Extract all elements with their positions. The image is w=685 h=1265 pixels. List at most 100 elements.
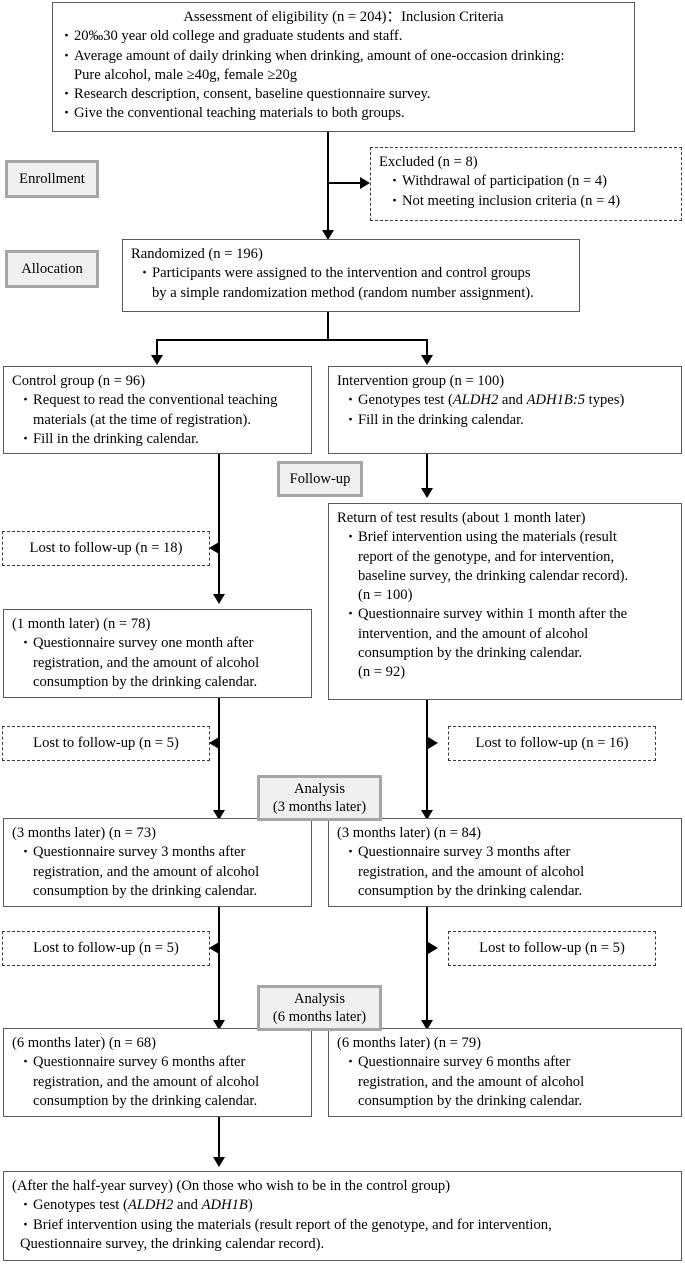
- excluded-item-1: Withdrawal of participation (n = 4): [388, 172, 673, 191]
- stage-label-analysis-3months: Analysis (3 months later): [257, 775, 382, 821]
- arrow-control-to-1month: [213, 594, 225, 604]
- arrow-to-intervention-group: [421, 355, 433, 365]
- control-1month-line1: Questionnaire survey one month after: [33, 635, 254, 652]
- return-results-item1-line3: baseline survey, the drinking calendar r…: [358, 567, 629, 584]
- randomized-heading: Randomized (n = 196): [131, 246, 263, 262]
- control-1month-line3: consumption by the drinking calendar.: [33, 673, 258, 690]
- lost-followup-intervention-3months-text: Lost to follow-up (n = 5): [479, 939, 625, 956]
- final-item-2-cont: Questionnaire survey, the drinking calen…: [20, 1235, 673, 1254]
- connector-intervention-1month-to-3months: [426, 700, 428, 816]
- lost-followup-control-3months-box: Lost to follow-up (n = 5): [2, 931, 210, 966]
- connector-to-final-box: [218, 1117, 220, 1162]
- lost-followup-control-enrollment-box: Lost to follow-up (n = 18): [2, 531, 210, 566]
- gene-aldh2-final: ALDH2: [127, 1197, 174, 1214]
- control-group-heading: Control group (n = 96): [12, 373, 146, 389]
- intervention-item1-suffix: types): [585, 392, 625, 409]
- return-results-item2-line2: intervention, and the amount of alcohol: [358, 625, 589, 642]
- arrow-to-lost-18: [209, 542, 219, 554]
- return-of-results-box: Return of test results (about 1 month la…: [328, 503, 682, 700]
- eligibility-item-5: Give the conventional teaching materials…: [60, 104, 626, 123]
- connector-intervention-3months-to-6months: [426, 907, 428, 1025]
- stage-label-enrollment: Enrollment: [5, 160, 99, 198]
- intervention-group-box: Intervention group (n = 100) Genotypes t…: [328, 366, 682, 454]
- intervention-3months-heading: (3 months later) (n = 84): [337, 825, 481, 841]
- intervention-6months-line3: consumption by the drinking calendar.: [358, 1092, 583, 1109]
- arrow-to-lost-5-control-1month: [209, 737, 219, 749]
- stage-analysis-3months-line2: (3 months later): [272, 799, 367, 815]
- arrow-to-lost-5-intervention-3months: [428, 942, 438, 954]
- arrow-control-3months-to-6months: [213, 1020, 225, 1030]
- connector-control-3months-to-6months: [218, 907, 220, 1025]
- control-3months-box: (3 months later) (n = 73) Questionnaire …: [3, 818, 312, 907]
- return-results-item2-n: (n = 92): [358, 664, 406, 680]
- randomized-item-1: Participants were assigned to the interv…: [138, 264, 571, 303]
- randomized-box: Randomized (n = 196) Participants were a…: [122, 239, 580, 312]
- control-group-item-1: Request to read the conventional teachin…: [19, 391, 303, 430]
- connector-to-excluded: [327, 182, 363, 184]
- final-item2-line1: Brief intervention using the materials (…: [33, 1216, 552, 1233]
- arrow-to-lost-5-control-3months: [209, 942, 219, 954]
- stage-followup-text: Follow-up: [289, 470, 351, 487]
- connector-allocation-split: [156, 339, 428, 341]
- arrow-to-final-box: [213, 1157, 225, 1167]
- excluded-item-2: Not meeting inclusion criteria (n = 4): [388, 192, 673, 211]
- intervention-6months-item-1: Questionnaire survey 6 months after regi…: [344, 1053, 673, 1111]
- final-item2-line2: Questionnaire survey, the drinking calen…: [20, 1235, 325, 1252]
- eligibility-item-3: Pure alcohol, male ≥40g, female ≥20g: [74, 66, 298, 83]
- intervention-item1-mid: and: [498, 392, 527, 409]
- eligibility-item-4: Research description, consent, baseline …: [60, 85, 626, 104]
- control-group-item-1-line2: materials (at the time of registration).: [33, 411, 252, 428]
- return-results-item2-line1: Questionnaire survey within 1 month afte…: [358, 606, 628, 623]
- connector-to-control-group: [156, 339, 158, 359]
- stage-label-followup: Follow-up: [277, 461, 363, 497]
- gene-adh1b: ADH1B:5: [526, 392, 585, 409]
- eligibility-item-1: 20‰30 year old college and graduate stud…: [60, 27, 626, 46]
- gene-aldh2: ALDH2: [452, 392, 499, 409]
- connector-randomized-stem: [327, 312, 329, 340]
- arrow-control-1month-to-3months: [213, 810, 225, 820]
- final-item-1: Genotypes test (ALDH2 and ADH1B): [19, 1196, 673, 1215]
- control-group-box: Control group (n = 96) Request to read t…: [3, 366, 312, 454]
- return-results-item1-line1: Brief intervention using the materials (…: [358, 529, 617, 546]
- stage-allocation-text: Allocation: [21, 260, 83, 277]
- control-3months-line2: registration, and the amount of alcohol: [33, 863, 260, 880]
- lost-followup-intervention-3months-box: Lost to follow-up (n = 5): [448, 931, 656, 966]
- stage-enrollment-text: Enrollment: [19, 170, 85, 187]
- intervention-6months-box: (6 months later) (n = 79) Questionnaire …: [328, 1028, 682, 1117]
- control-1month-item-1: Questionnaire survey one month after reg…: [19, 634, 303, 692]
- intervention-group-item-1: Genotypes test (ALDH2 and ADH1B:5 types): [344, 391, 673, 410]
- lost-followup-control-3months-text: Lost to follow-up (n = 5): [33, 939, 179, 956]
- control-6months-heading: (6 months later) (n = 68): [12, 1035, 156, 1051]
- stage-analysis-6months-line1: Analysis: [293, 990, 346, 1007]
- intervention-6months-heading: (6 months later) (n = 79): [337, 1035, 481, 1051]
- return-results-item2-line3: consumption by the drinking calendar.: [358, 644, 583, 661]
- control-3months-line1: Questionnaire survey 3 months after: [33, 844, 246, 861]
- return-results-heading: Return of test results (about 1 month la…: [337, 510, 586, 526]
- final-item1-suffix: ): [247, 1197, 253, 1214]
- lost-followup-intervention-1month-text: Lost to follow-up (n = 16): [475, 734, 629, 751]
- final-heading: (After the half-year survey) (On those w…: [12, 1178, 451, 1194]
- lost-followup-control-enrollment-text: Lost to follow-up (n = 18): [29, 539, 183, 556]
- excluded-box: Excluded (n = 8) Withdrawal of participa…: [370, 147, 682, 221]
- control-3months-heading: (3 months later) (n = 73): [12, 825, 156, 841]
- eligibility-heading: Assessment of eligibility (n = 204)：Incl…: [183, 9, 504, 25]
- intervention-group-heading: Intervention group (n = 100): [337, 373, 505, 389]
- intervention-6months-line1: Questionnaire survey 6 months after: [358, 1054, 571, 1071]
- intervention-6months-line2: registration, and the amount of alcohol: [358, 1073, 585, 1090]
- connector-intervention-to-return: [426, 454, 428, 489]
- arrow-to-excluded: [360, 177, 370, 189]
- connector-control-1month-to-3months: [218, 698, 220, 816]
- gene-adh1b-final: ADH1B: [201, 1197, 248, 1214]
- intervention-3months-line1: Questionnaire survey 3 months after: [358, 844, 571, 861]
- arrow-intervention-1month-to-3months: [421, 810, 433, 820]
- stage-label-analysis-6months: Analysis (6 months later): [257, 985, 382, 1031]
- control-3months-item-1: Questionnaire survey 3 months after regi…: [19, 843, 303, 901]
- lost-followup-control-1month-text: Lost to follow-up (n = 5): [33, 734, 179, 751]
- eligibility-box: Assessment of eligibility (n = 204)：Incl…: [52, 2, 635, 132]
- eligibility-item-2: Average amount of daily drinking when dr…: [60, 47, 626, 66]
- control-6months-line1: Questionnaire survey 6 months after: [33, 1054, 246, 1071]
- randomized-item-1-line1: Participants were assigned to the interv…: [152, 265, 531, 282]
- intervention-group-item-2: Fill in the drinking calendar.: [344, 411, 673, 430]
- control-6months-item-1: Questionnaire survey 6 months after regi…: [19, 1053, 303, 1111]
